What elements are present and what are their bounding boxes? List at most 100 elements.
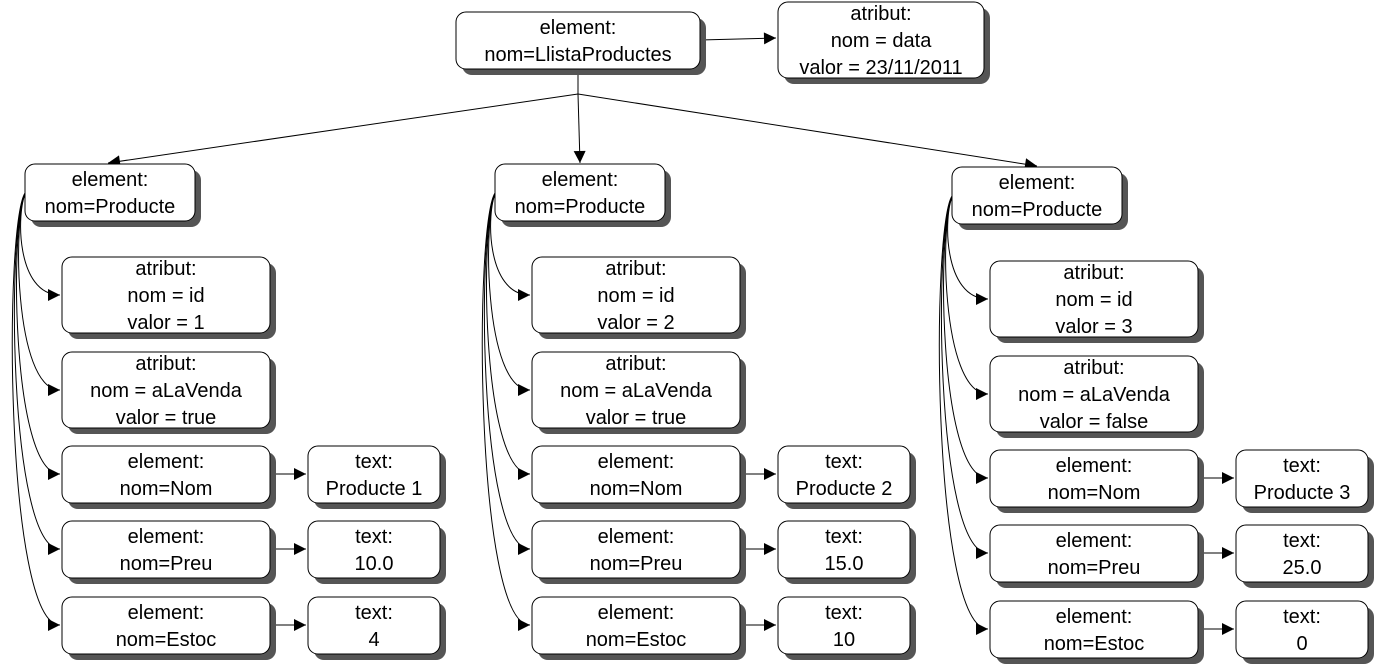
- child-element-name-node: element:nom=Nom: [61, 445, 276, 509]
- node-label-line: element:: [598, 602, 675, 624]
- node-label-line: atribut:: [135, 353, 196, 375]
- node-label-line: element:: [128, 526, 205, 548]
- child-element-stock-node: element:nom=Estoc: [989, 600, 1204, 664]
- text-price-node: text:15.0: [777, 520, 916, 584]
- edge-curve: [938, 194, 989, 635]
- node-label-line: atribut:: [850, 3, 911, 25]
- text-stock-node: text:4: [307, 596, 446, 660]
- node-box: [531, 256, 741, 334]
- node-label-line: 10.0: [355, 553, 394, 575]
- edge-curve: [11, 191, 61, 631]
- node-label-line: element:: [72, 169, 149, 191]
- edge-arrow: [699, 32, 777, 45]
- edge-arrow: [573, 93, 586, 164]
- text-price-node: text: 25.0: [1235, 524, 1374, 588]
- node-label-line: nom = id: [127, 285, 204, 307]
- node-label-line: nom = aLaVenda: [560, 380, 713, 402]
- text-price-node: text:10.0: [307, 520, 446, 584]
- node-box: [307, 596, 441, 655]
- edges-layer: [11, 32, 1234, 635]
- node-label-line: text:: [355, 602, 393, 624]
- node-label-line: valor = true: [586, 407, 687, 429]
- node-label-line: 10: [833, 629, 855, 651]
- node-label-line: nom = data: [831, 30, 933, 52]
- child-element-name-node: element:nom=Nom: [989, 449, 1204, 513]
- node-label-line: nom=Estoc: [116, 629, 217, 651]
- node-box: [61, 256, 271, 334]
- child-element-name-node: element:nom=Nom: [531, 445, 746, 509]
- text-name-node: text: Producte 1: [307, 445, 446, 509]
- node-box: [951, 166, 1123, 225]
- node-label-line: 0: [1296, 633, 1307, 655]
- node-label-line: nom=Preu: [1048, 557, 1141, 579]
- node-label-line: valor = 1: [127, 312, 204, 334]
- node-label-line: element:: [542, 169, 619, 191]
- edge-curve: [13, 191, 61, 555]
- node-label-line: nom=LlistaProductes: [484, 44, 671, 66]
- node-label-line: nom = aLaVenda: [90, 380, 243, 402]
- node-box: [61, 445, 271, 504]
- node-label-line: Producte 1: [326, 478, 423, 500]
- node-label-line: Producte 2: [796, 478, 893, 500]
- node-label-line: atribut:: [605, 258, 666, 280]
- product-element-node: element:nom=Producte: [24, 163, 201, 227]
- text-name-node: text: Producte 2: [777, 445, 916, 509]
- node-label-line: nom=Nom: [590, 478, 683, 500]
- product-element-node: element:nom=Producte: [951, 166, 1128, 230]
- node-label-line: valor = 23/11/2011: [799, 57, 962, 79]
- node-box: [531, 520, 741, 579]
- node-label-line: element:: [128, 451, 205, 473]
- node-label-line: nom=Estoc: [586, 629, 687, 651]
- edge-curve: [943, 194, 989, 484]
- node-box: [1235, 524, 1369, 583]
- child-element-price-node: element: nom=Preu: [989, 524, 1204, 588]
- child-element-price-node: element: nom=Preu: [531, 520, 746, 584]
- child-element-stock-node: element: nom=Estoc: [531, 596, 746, 660]
- root-attribute-node: atribut: nom = data valor = 23/11/2011: [777, 1, 990, 84]
- node-label-line: nom = aLaVenda: [1018, 384, 1171, 406]
- product-element-node: element: nom=Producte: [494, 163, 671, 227]
- node-label-line: nom=Preu: [590, 553, 683, 575]
- node-label-line: nom = id: [597, 285, 674, 307]
- edge-curve: [940, 194, 989, 559]
- node-label-line: element:: [1056, 606, 1133, 628]
- node-box: [777, 596, 911, 655]
- node-box: [531, 445, 741, 504]
- text-stock-node: text: 10: [777, 596, 916, 660]
- node-box: [494, 163, 666, 222]
- node-label-line: text:: [355, 451, 393, 473]
- node-label-line: nom=Preu: [120, 553, 213, 575]
- node-box: [307, 520, 441, 579]
- node-label-line: element:: [999, 172, 1076, 194]
- node-label-line: atribut:: [135, 258, 196, 280]
- edge-arrow: [107, 93, 579, 168]
- node-label-line: nom=Producte: [515, 196, 646, 218]
- root-element-node: element:nom=LlistaProductes: [455, 11, 706, 75]
- node-box: [61, 351, 271, 429]
- node-box: [777, 520, 911, 579]
- node-label-line: nom = id: [1055, 289, 1132, 311]
- node-label-line: valor = 3: [1055, 316, 1132, 338]
- node-box: [777, 1, 985, 79]
- node-label-line: 25.0: [1283, 557, 1322, 579]
- node-box: [307, 445, 441, 504]
- node-label-line: text:: [825, 602, 863, 624]
- node-label-line: text:: [825, 451, 863, 473]
- node-box: [531, 351, 741, 429]
- node-label-line: element:: [598, 526, 675, 548]
- node-box: [777, 445, 911, 504]
- node-box: [455, 11, 701, 70]
- child-element-stock-node: element:nom=Estoc: [61, 596, 276, 660]
- node-label-line: element:: [1056, 530, 1133, 552]
- node-label-line: valor = false: [1040, 411, 1148, 433]
- node-label-line: text:: [1283, 530, 1321, 552]
- node-box: [61, 596, 271, 655]
- edge-arrow: [577, 93, 1038, 171]
- edge-curve: [483, 191, 531, 555]
